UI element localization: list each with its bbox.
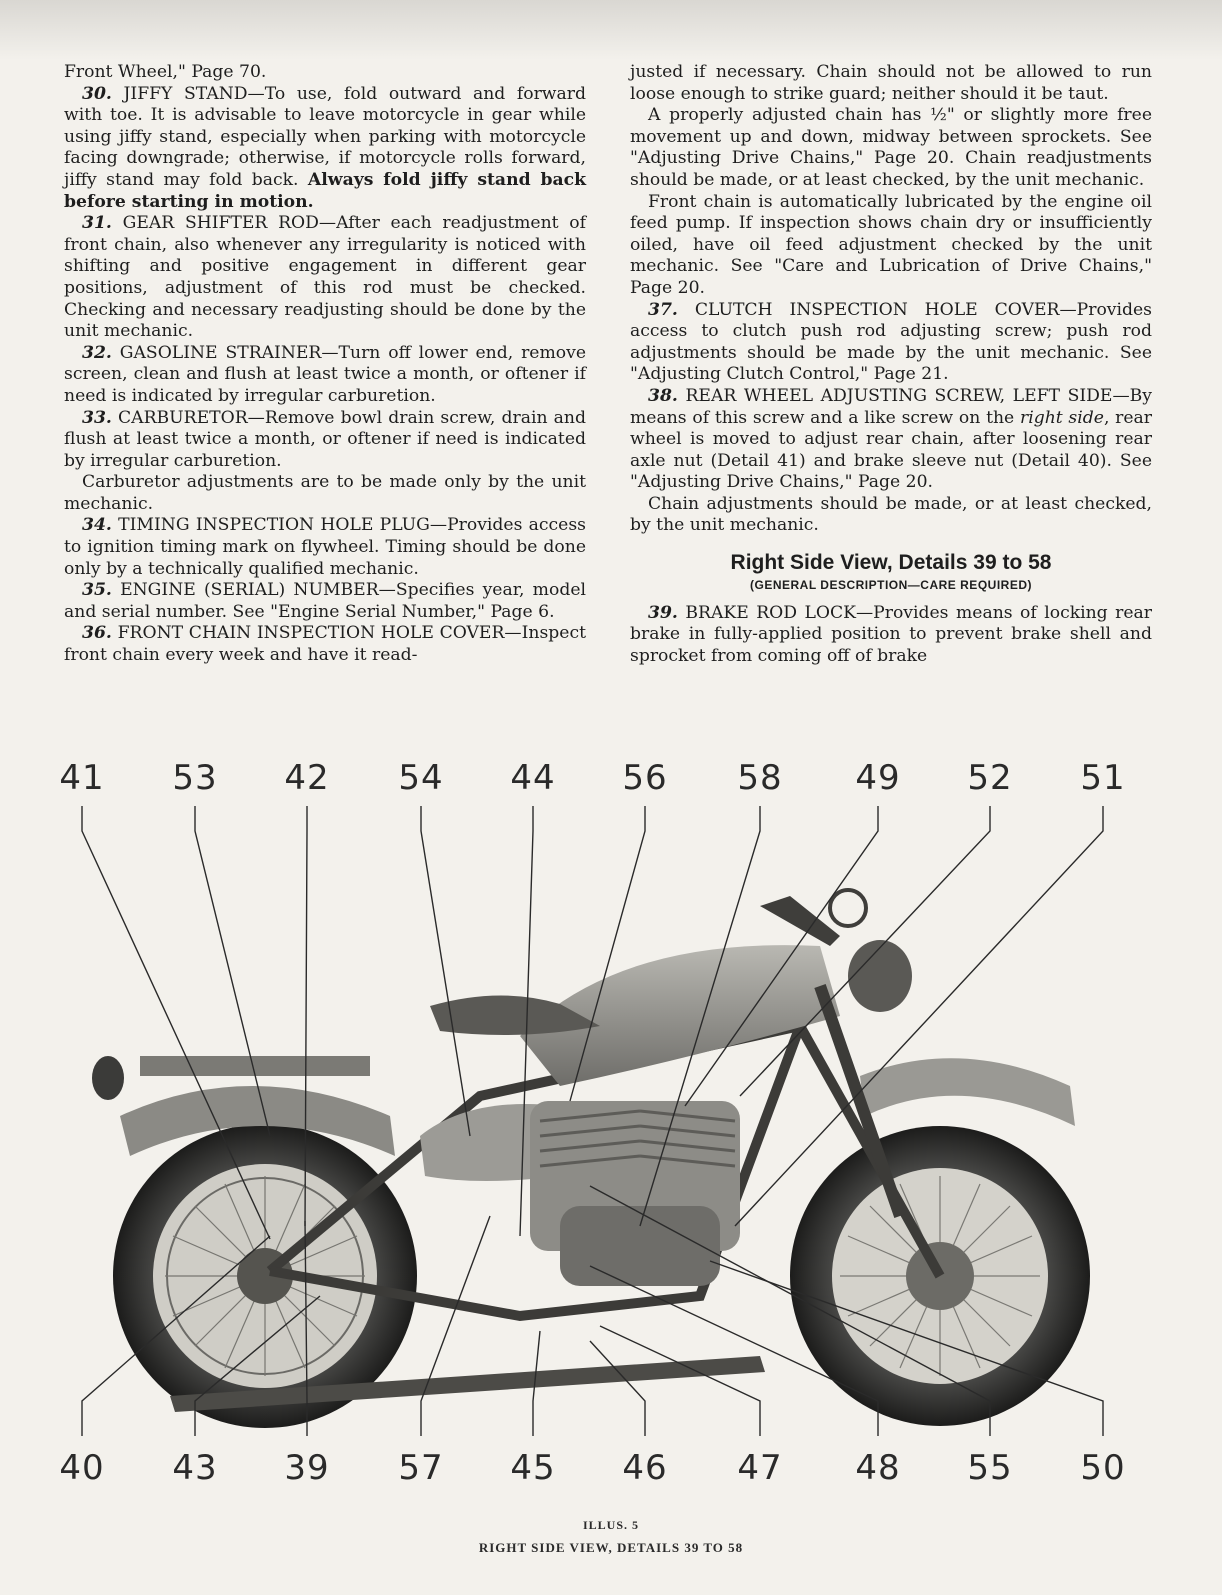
leader-lines-top (81, 806, 1104, 1240)
callout-48: 48 (855, 1448, 901, 1488)
motorcycle-drawing (81, 806, 1104, 1436)
paragraph-chain-adjustment: A properly adjusted chain has ½" or slig… (630, 105, 1152, 190)
tool-box (420, 1104, 560, 1181)
section-subheading: (GENERAL DESCRIPTION—CARE REQUIRED) (750, 578, 1032, 593)
paragraph-chain-lubrication: Front chain is automatically lubricated … (630, 191, 1152, 298)
tail-light (92, 1056, 124, 1100)
motorcycle-illustration: 41 53 42 54 44 56 58 49 52 51 40 43 39 5… (0, 756, 1222, 1536)
callout-49: 49 (855, 758, 901, 798)
detail-33-carburetor: 33. CARBURETOR—Remove bowl drain screw, … (64, 407, 586, 471)
callout-52: 52 (967, 758, 1013, 798)
detail-34-timing-plug: 34. TIMING INSPECTION HOLE PLUG—Provides… (64, 515, 586, 579)
callout-43: 43 (172, 1448, 218, 1488)
detail-37-clutch-cover: 37. CLUTCH INSPECTION HOLE COVER—Provide… (630, 299, 1152, 385)
gas-tank (520, 945, 840, 1086)
callout-51: 51 (1080, 758, 1126, 798)
figure-caption: RIGHT SIDE VIEW, DETAILS 39 TO 58 (478, 1540, 744, 1555)
detail-35-engine-number: 35. ENGINE (SERIAL) NUMBER—Specifies yea… (64, 580, 586, 622)
right-text-column: justed if necessary. Chain should not be… (630, 62, 1152, 667)
callout-53: 53 (172, 758, 218, 798)
mirror (828, 888, 868, 928)
detail-33-carburetor-adjustments: Carburetor adjustments are to be made on… (64, 472, 586, 514)
callout-39: 39 (284, 1448, 330, 1488)
callout-54: 54 (398, 758, 444, 798)
callout-50: 50 (1080, 1448, 1126, 1488)
seat (430, 995, 600, 1035)
callout-56: 56 (622, 758, 668, 798)
page-scan-shadow (0, 0, 1222, 60)
detail-31-gear-shifter-rod: 31. GEAR SHIFTER ROD—After each readjust… (64, 213, 586, 342)
callout-41: 41 (59, 758, 105, 798)
headlight (848, 940, 912, 1012)
callout-58: 58 (737, 758, 783, 798)
figure-label: ILLUS. 5 (582, 1518, 640, 1532)
callout-40: 40 (59, 1448, 105, 1488)
detail-39-brake-rod-lock: 39. BRAKE ROD LOCK—Provides means of loc… (630, 602, 1152, 666)
detail-36-front-chain-cover: 36. FRONT CHAIN INSPECTION HOLE COVER—In… (64, 623, 586, 666)
leader-lines-bottom (81, 1185, 1104, 1436)
callout-57: 57 (398, 1448, 444, 1488)
handlebar (760, 896, 840, 946)
callout-42: 42 (284, 758, 330, 798)
rear-fender (120, 1086, 395, 1156)
callout-45: 45 (510, 1448, 556, 1488)
section-heading: Right Side View, Details 39 to 58 (730, 551, 1052, 575)
detail-30-jiffy-stand: 30. JIFFY STAND—To use, fold outward and… (64, 83, 587, 212)
callout-55: 55 (967, 1448, 1013, 1488)
paragraph-chain-adjustments-note: Chain adjustments should be made, or at … (630, 493, 1152, 536)
front-fender (860, 1058, 1075, 1126)
paragraph-chain-continued: justed if necessary. Chain should not be… (630, 62, 1152, 104)
callout-44: 44 (510, 758, 556, 798)
detail-38-rear-wheel-screw: 38. REAR WHEEL ADJUSTING SCREW, LEFT SID… (630, 385, 1153, 493)
engine (530, 1101, 740, 1286)
luggage-rack (140, 1056, 370, 1076)
callout-47: 47 (737, 1448, 783, 1488)
front-fork (814, 984, 906, 1218)
callout-46: 46 (622, 1448, 668, 1488)
left-text-column: Front Wheel," Page 70. 30. JIFFY STAND—T… (64, 62, 586, 667)
paragraph-front-wheel-ref: Front Wheel," Page 70. (64, 62, 267, 82)
detail-32-gasoline-strainer: 32. GASOLINE STRAINER—Turn off lower end… (64, 342, 586, 406)
